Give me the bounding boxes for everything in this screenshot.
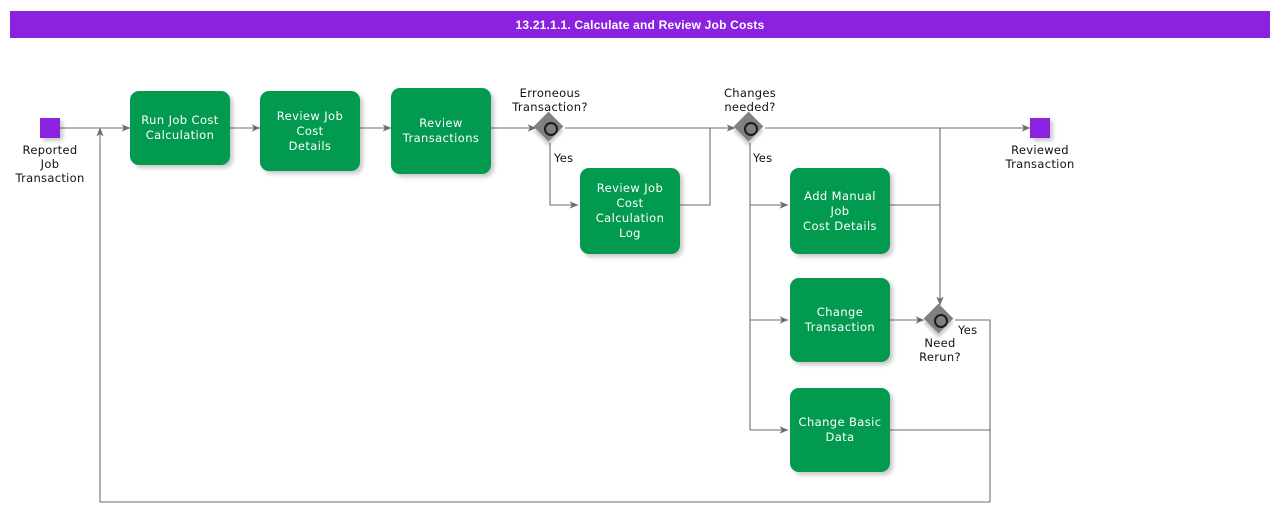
edge-label-gateway3-yes: Yes [958, 323, 978, 337]
flow-need-rerun-yes-loopback [96, 127, 991, 503]
task-review-transactions[interactable]: Review Transactions [391, 88, 491, 174]
end-event-label-line-2: Transaction [1005, 157, 1075, 171]
start-event-label-line-1: Reported [22, 143, 78, 157]
start-event-label-line-2: Job [40, 157, 60, 171]
task-label-line-2: Data [825, 430, 855, 444]
start-event-label: Reported Job Transaction [0, 143, 100, 185]
gateway-inclusive-ring-icon [933, 313, 948, 328]
task-label-line-2: Transactions [402, 131, 480, 145]
gateway-inclusive-ring-icon [743, 121, 758, 136]
task-run-job-cost-calculation[interactable]: Run Job Cost Calculation [130, 91, 230, 165]
task-review-transactions-label: Review Transactions [397, 116, 486, 146]
end-event-reviewed-transaction[interactable] [1030, 118, 1050, 138]
task-label-line-2: Calculation Log [595, 211, 665, 240]
task-add-manual-job-cost-details-label: Add Manual Job Cost Details [790, 189, 890, 234]
gateway-erroneous-transaction[interactable] [533, 111, 565, 143]
gateway-need-rerun-label: Need Rerun? [880, 336, 1000, 364]
gateway-label-line-2: Rerun? [919, 350, 961, 364]
end-event-label: Reviewed Transaction [990, 143, 1090, 171]
task-label-line-1: Review Job Cost [276, 108, 344, 138]
gateway-changes-needed-label: Changes needed? [690, 86, 810, 114]
task-label-line-1: Add Manual Job [804, 188, 876, 218]
gateway-label-line-2: Transaction? [512, 100, 588, 114]
edge-label-gateway1-yes: Yes [554, 151, 574, 165]
task-label-line-2: Details [288, 138, 332, 153]
task-label-line-2: Calculation [145, 128, 215, 142]
gateway-changes-needed[interactable] [733, 111, 765, 143]
task-label-line-1: Change [816, 305, 864, 319]
task-review-job-cost-details-label: Review Job Cost Details [260, 109, 360, 154]
task-label-line-1: Review Job Cost [596, 181, 664, 210]
task-label-line-1: Review [419, 116, 463, 130]
task-change-basic-data-label: Change Basic Data [793, 415, 888, 445]
gateway-erroneous-transaction-label: Erroneous Transaction? [490, 86, 610, 114]
start-event-label-line-3: Transaction [15, 171, 85, 185]
task-review-job-cost-calculation-log-label: Review Job Cost Calculation Log [580, 181, 680, 241]
task-change-transaction-label: Change Transaction [799, 305, 881, 335]
task-label-line-2: Transaction [804, 320, 876, 334]
task-review-job-cost-details[interactable]: Review Job Cost Details [260, 91, 360, 171]
task-label-line-1: Run Job Cost [141, 113, 219, 127]
task-run-job-cost-calculation-label: Run Job Cost Calculation [135, 113, 224, 143]
task-change-transaction[interactable]: Change Transaction [790, 278, 890, 362]
gateway-label-line-1: Changes [723, 86, 777, 100]
edge-label-gateway2-yes: Yes [753, 151, 773, 165]
task-label-line-2: Cost Details [803, 218, 877, 233]
gateway-label-line-1: Need [924, 336, 956, 350]
page-title: 13.21.1.1. Calculate and Review Job Cost… [515, 17, 765, 32]
end-event-label-line-1: Reviewed [1011, 143, 1069, 157]
gateway-label-line-2: needed? [724, 100, 776, 114]
task-label-line-1: Change Basic [798, 415, 882, 429]
start-event-reported-job-transaction[interactable] [40, 118, 60, 138]
gateway-need-rerun[interactable] [923, 303, 955, 335]
flow-review-log-rejoin-main [680, 128, 711, 206]
task-change-basic-data[interactable]: Change Basic Data [790, 388, 890, 472]
diagram-title-bar: 13.21.1.1. Calculate and Review Job Cost… [10, 11, 1270, 38]
task-add-manual-job-cost-details[interactable]: Add Manual Job Cost Details [790, 168, 890, 254]
gateway-inclusive-ring-icon [543, 121, 558, 136]
gateway-label-line-1: Erroneous [519, 86, 581, 100]
flow-gateway1-yes-to-review-log [549, 143, 579, 209]
task-review-job-cost-calculation-log[interactable]: Review Job Cost Calculation Log [580, 168, 680, 254]
